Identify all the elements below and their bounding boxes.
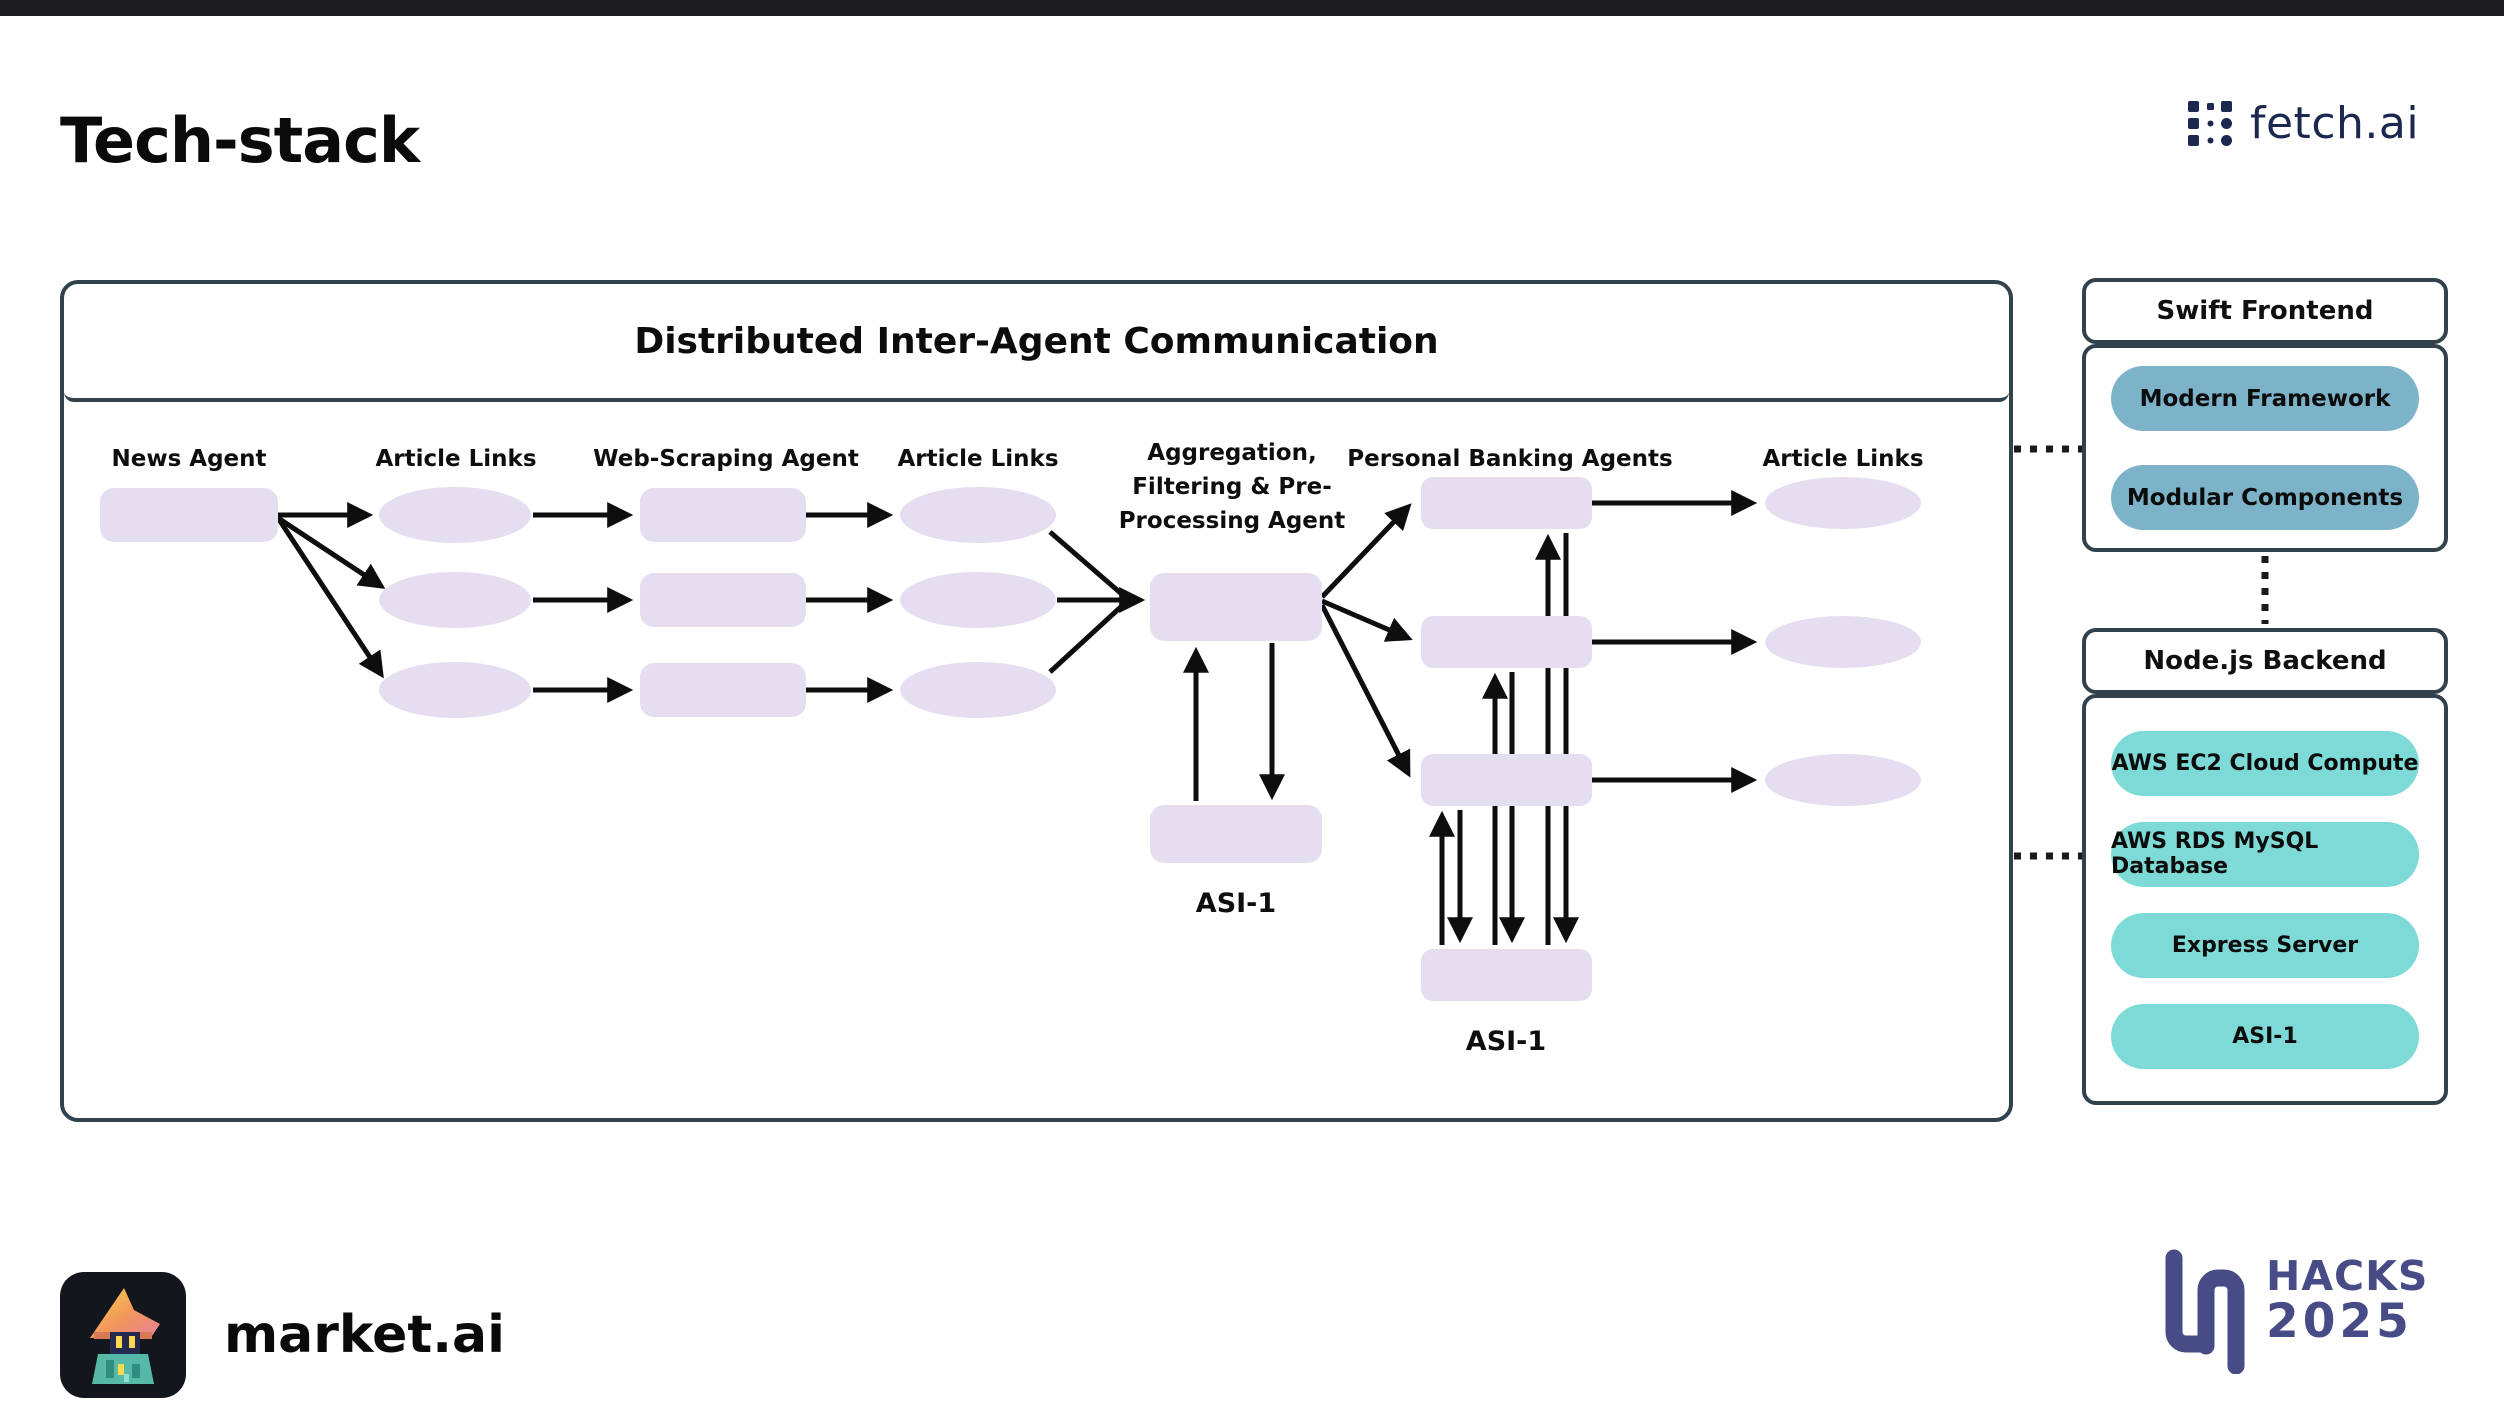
fetch-ai-logo: fetch.ai [2188,98,2419,149]
nodejs-backend-header: Node.js Backend [2082,628,2448,694]
fetch-dots-icon [2188,100,2232,146]
nodejs-backend-title: Node.js Backend [2143,646,2387,676]
backend-pill: AWS RDS MySQL Database [2111,821,2419,887]
diagram-header: Distributed Inter-Agent Communication [64,284,2009,402]
fetch-wordmark: fetch.ai [2250,98,2420,149]
page-title: Tech-stack [60,104,420,177]
market-ai-brand: market.ai [60,1272,505,1398]
frontend-pill: Modern Framework [2111,366,2419,431]
hacks-line2: 2025 [2266,1293,2413,1349]
wizard-pixel-art [60,1272,186,1398]
swift-frontend-header: Swift Frontend [2082,278,2448,344]
nodejs-backend-body: AWS EC2 Cloud Compute AWS RDS MySQL Data… [2082,694,2448,1105]
backend-pill: AWS EC2 Cloud Compute [2111,730,2419,796]
backend-pill: ASI-1 [2111,1003,2419,1069]
diagram-title: Distributed Inter-Agent Communication [634,320,1439,362]
hacks-monogram-icon [2165,1249,2245,1374]
hacks-text-block: HACKS 2025 [2266,1252,2429,1349]
hacks-2025-logo: HACKS 2025 [2160,1248,2428,1374]
swift-frontend-title: Swift Frontend [2156,296,2374,326]
top-black-bar [0,0,2504,16]
backend-pill: Express Server [2111,912,2419,978]
frontend-pill: Modular Components [2111,465,2419,530]
hacks-line1: HACKS [2266,1252,2429,1300]
swift-frontend-body: Modern Framework Modular Components [2082,344,2448,552]
market-ai-wordmark: market.ai [224,1305,505,1365]
inter-agent-communication-panel: Distributed Inter-Agent Communication [60,280,2013,1122]
